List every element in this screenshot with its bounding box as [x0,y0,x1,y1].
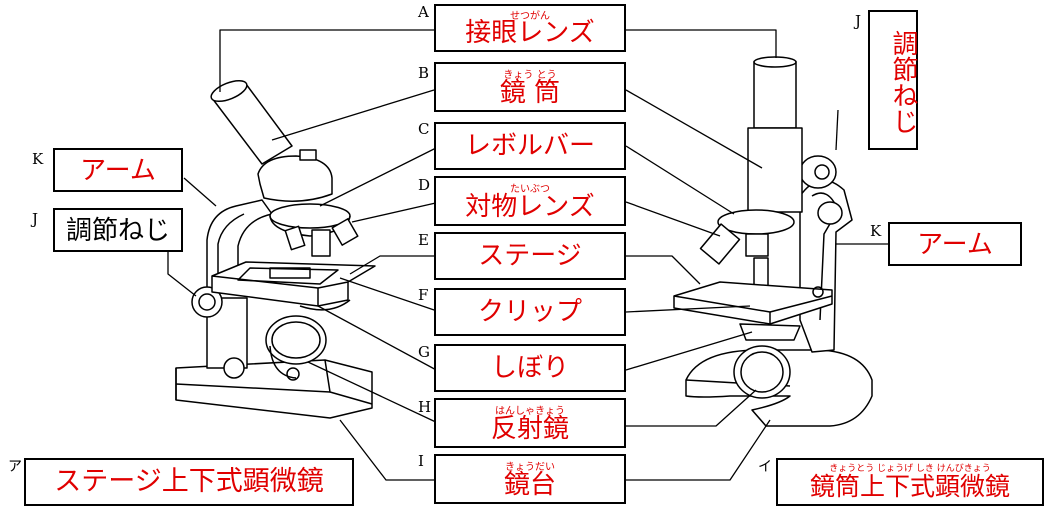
label-diaphragm: しぼり [434,344,626,392]
letter-c: C [418,120,430,138]
label-type-a: ステージ上下式顕微鏡 [24,458,354,506]
label-adjust-right: 調節ねじ [868,10,918,150]
label-type-a-text: ステージ上下式顕微鏡 [54,466,324,497]
label-eyepiece-ruby: せつがん [510,11,550,22]
label-revolver: レボルバー [434,122,626,170]
letter-k-left: K [32,150,44,168]
letter-b: B [418,64,430,82]
letter-g: G [418,343,430,361]
label-revolver-text: レボルバー [464,131,595,161]
label-arm-right: アーム [888,222,1022,266]
label-objective: たいぶつ 対物レンズ [434,176,626,226]
label-type-i-ruby: きょうとう じょうげ しき けんびきょう [829,464,991,474]
label-eyepiece-text: 接眼レンズ [465,18,595,48]
left-microscope [175,79,376,419]
label-mirror-ruby: はんしゃきょう [495,406,565,417]
label-base: きょうだい 鏡台 [434,454,626,504]
letter-j-left: J [32,210,39,228]
right-microscope [673,56,873,427]
label-tube-text: 鏡 筒 [499,78,561,108]
label-adjust-left: 調節ねじ [53,208,183,252]
letter-e: E [418,231,429,249]
letter-i-kana: イ [758,459,772,475]
label-clip-text: クリップ [477,297,582,327]
letter-i: I [418,452,424,470]
label-base-text: 鏡台 [503,470,556,500]
label-tube: きょう とう 鏡 筒 [434,62,626,112]
label-objective-ruby: たいぶつ [510,184,550,195]
label-stage: ステージ [434,232,626,280]
label-arm-left: アーム [53,148,183,192]
label-stage-text: ステージ [478,241,582,271]
label-type-i: きょうとう じょうげ しき けんびきょう 鏡筒上下式顕微鏡 [776,458,1044,506]
letter-f: F [418,286,429,304]
label-arm-left-text: アーム [80,156,156,186]
label-clip: クリップ [434,288,626,336]
label-base-ruby: きょうだい [505,462,555,473]
label-eyepiece: せつがん 接眼レンズ [434,4,626,52]
letter-h: H [418,398,432,416]
label-arm-right-text: アーム [917,230,993,260]
letter-a: A [418,3,429,21]
letter-a-kana: ア [8,459,22,475]
label-tube-ruby: きょう とう [503,70,557,81]
letter-j-right: J [855,12,862,30]
label-diaphragm-text: しぼり [490,353,569,383]
label-objective-text: 対物レンズ [465,192,595,222]
letter-d: D [418,176,431,194]
label-mirror: はんしゃきょう 反射鏡 [434,398,626,448]
label-adjust-left-text: 調節ねじ [65,216,170,246]
leader-lines [167,29,888,481]
label-mirror-text: 反射鏡 [490,414,569,444]
letter-k-right: K [870,222,882,240]
label-type-i-text: 鏡筒上下式顕微鏡 [809,472,1010,501]
label-adjust-right-text: 調節ねじ [888,30,918,134]
